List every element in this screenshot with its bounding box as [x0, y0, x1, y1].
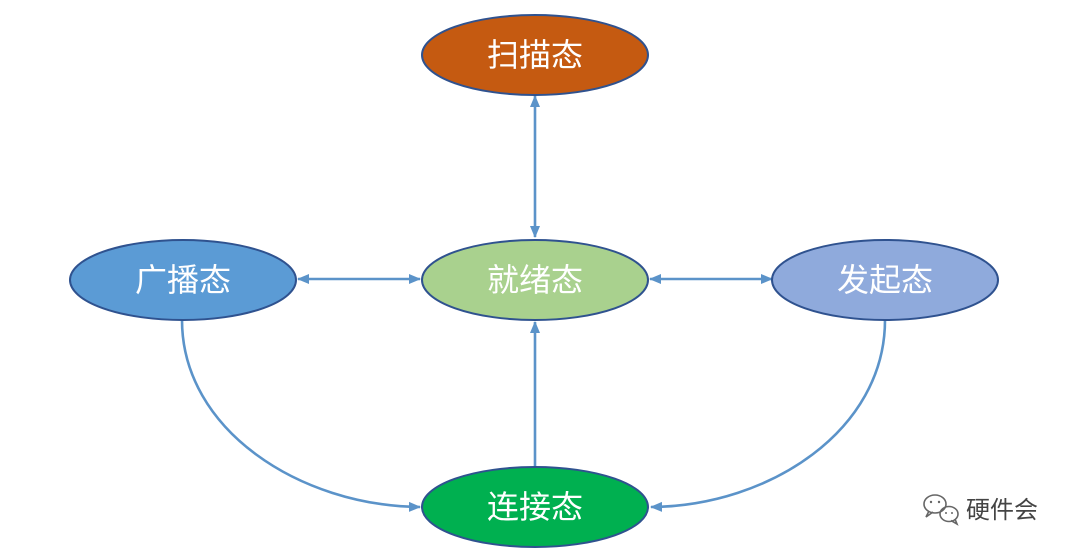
node-broadcast: 广播态	[69, 239, 297, 321]
edge-broadcast-connect	[180, 319, 421, 512]
node-broadcast-label: 广播态	[135, 261, 231, 299]
node-connect: 连接态	[421, 466, 649, 548]
node-initiate-label: 发起态	[837, 261, 933, 299]
node-scan: 扫描态	[421, 14, 649, 96]
node-scan-shape	[421, 14, 649, 96]
node-ready-shape	[421, 239, 649, 321]
node-initiate: 发起态	[771, 239, 999, 321]
node-connect-shape	[421, 466, 649, 548]
watermark-text: 硬件会	[966, 496, 1038, 524]
watermark: 硬件会	[923, 494, 1038, 526]
node-initiate-shape	[771, 239, 999, 321]
node-ready-label: 就绪态	[487, 261, 583, 299]
node-broadcast-shape	[69, 239, 297, 321]
edge-initiate-connect	[650, 319, 887, 512]
node-connect-label: 连接态	[487, 488, 583, 526]
wechat-icon	[923, 494, 959, 526]
node-scan-label: 扫描态	[487, 36, 583, 74]
node-ready: 就绪态	[421, 239, 649, 321]
